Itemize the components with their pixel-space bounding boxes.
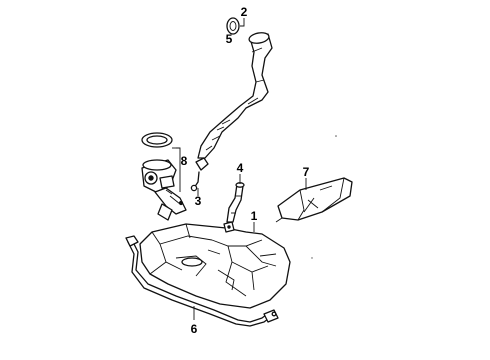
- callout-8: 8: [181, 154, 188, 168]
- speck-dot: [335, 135, 337, 137]
- speck-dot: [311, 257, 313, 259]
- fuel-cap-part: [226, 17, 240, 35]
- callout-3: 3: [195, 194, 202, 208]
- callout-1: 1: [251, 209, 258, 223]
- callout-6: 6: [191, 322, 198, 336]
- callout-2: 2: [241, 5, 248, 19]
- leader-lines: [172, 18, 307, 320]
- callout-4: 4: [237, 161, 244, 175]
- callout-7: 7: [303, 165, 310, 179]
- fuel-pump-sender-part: [141, 132, 187, 221]
- tank-strap-part: [125, 235, 279, 327]
- heat-shield-part: [275, 177, 353, 223]
- fuel-tank-part: [139, 221, 291, 309]
- callout-5: 5: [226, 32, 233, 46]
- filler-neck-part: [190, 32, 273, 192]
- vent-hose-part: [226, 182, 245, 223]
